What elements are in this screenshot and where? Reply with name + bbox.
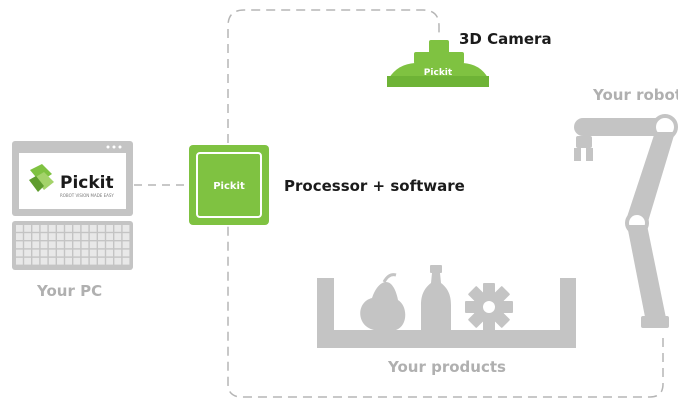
- key: [24, 241, 31, 249]
- key: [65, 257, 72, 265]
- robot-arm-icon: [574, 114, 678, 328]
- key: [114, 249, 122, 257]
- key: [106, 241, 113, 249]
- key: [81, 225, 89, 232]
- camera-label: 3D Camera: [459, 30, 552, 48]
- pc-logo-text: Pickit: [60, 173, 114, 193]
- key: [32, 257, 40, 265]
- key: [16, 233, 23, 240]
- key: [81, 257, 89, 265]
- key: [122, 225, 130, 232]
- key: [98, 249, 105, 257]
- key: [57, 225, 64, 232]
- key: [73, 233, 81, 240]
- key: [106, 233, 113, 240]
- key: [48, 225, 56, 232]
- key: [89, 225, 97, 232]
- key: [16, 249, 23, 257]
- key: [16, 241, 23, 249]
- robot-label: Your robot: [593, 86, 678, 104]
- key: [122, 241, 130, 249]
- key: [32, 233, 40, 240]
- key: [73, 225, 81, 232]
- key: [57, 241, 64, 249]
- key: [48, 233, 56, 240]
- key: [65, 241, 72, 249]
- key: [32, 241, 40, 249]
- key: [89, 249, 97, 257]
- key: [24, 233, 31, 240]
- key: [48, 249, 56, 257]
- key: [24, 257, 31, 265]
- camera-logo-text: Pickit: [424, 68, 453, 78]
- key: [65, 249, 72, 257]
- processor-logo-text: Pickit: [213, 181, 245, 192]
- key: [16, 225, 23, 232]
- key: [40, 225, 48, 232]
- key: [89, 241, 97, 249]
- key: [106, 225, 113, 232]
- key: [73, 241, 81, 249]
- 3d-camera-icon: Pickit: [387, 40, 489, 87]
- key: [98, 257, 105, 265]
- key: [114, 241, 122, 249]
- key: [98, 233, 105, 240]
- bottle-product: [421, 265, 451, 330]
- key: [106, 249, 113, 257]
- key: [57, 257, 64, 265]
- processor-box-icon: Pickit: [189, 145, 269, 225]
- pc-tagline-text: ROBOT VISION MADE EASY: [60, 193, 114, 198]
- pickit-logo-mark: [29, 164, 54, 192]
- robot-cell-boundary: [227, 9, 664, 398]
- key: [40, 249, 48, 257]
- key: [65, 233, 72, 240]
- key: [98, 225, 105, 232]
- key: [57, 249, 64, 257]
- laptop-icon: Pickit ROBOT VISION MADE EASY: [12, 141, 133, 270]
- key: [106, 257, 113, 265]
- key: [48, 241, 56, 249]
- key: [40, 241, 48, 249]
- products-label: Your products: [388, 358, 506, 376]
- pear-product: [360, 273, 406, 330]
- key: [32, 249, 40, 257]
- key: [122, 233, 130, 240]
- key: [122, 257, 130, 265]
- processor-label: Processor + software: [284, 177, 465, 195]
- key: [48, 257, 56, 265]
- products-bin-icon: [317, 265, 576, 348]
- key: [40, 257, 48, 265]
- key: [114, 257, 122, 265]
- key: [81, 241, 89, 249]
- key: [81, 233, 89, 240]
- key: [73, 249, 81, 257]
- key: [24, 225, 31, 232]
- gear-product: [465, 283, 513, 330]
- key: [57, 233, 64, 240]
- keyboard: [12, 221, 133, 270]
- key: [89, 257, 97, 265]
- key: [16, 257, 23, 265]
- key: [65, 225, 72, 232]
- key: [73, 257, 81, 265]
- key: [32, 225, 40, 232]
- pc-label: Your PC: [37, 282, 103, 300]
- key: [40, 233, 48, 240]
- key: [98, 241, 105, 249]
- key: [114, 233, 122, 240]
- key: [81, 249, 89, 257]
- key: [24, 249, 31, 257]
- key: [122, 249, 130, 257]
- key: [89, 233, 97, 240]
- key: [114, 225, 122, 232]
